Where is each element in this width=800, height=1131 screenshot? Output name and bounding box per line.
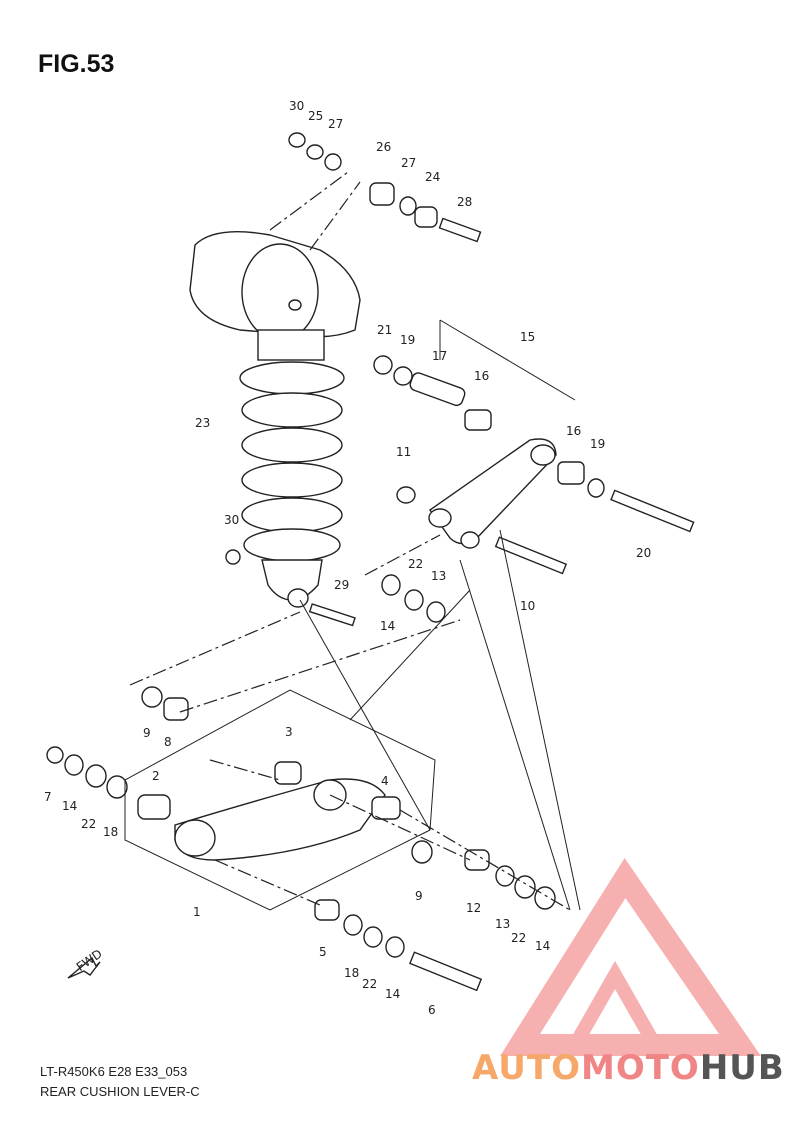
cushion-lever [174,778,386,861]
callout-25: 25 [308,109,323,123]
callout-17: 17 [432,349,447,363]
rear-shock-absorber [189,231,361,608]
callout-22: 22 [408,557,423,571]
callout-22: 22 [511,931,526,945]
callout-18: 18 [103,825,118,839]
callout-26: 26 [376,140,391,154]
cushion-rod [428,438,557,549]
callout-13: 13 [431,569,446,583]
callout-14: 14 [535,939,550,953]
callout-18: 18 [344,966,359,980]
figure-code: LT-R450K6 E28 E33_053 [40,1064,188,1079]
callout-labels: 30 25 27 26 27 24 28 21 19 17 16 15 16 1… [44,99,651,1017]
callout-27: 27 [401,156,416,170]
callout-19: 19 [590,437,605,451]
callout-14: 14 [380,619,395,633]
callout-30: 30 [224,513,239,527]
shock-spring [241,392,343,562]
watermark-logo [500,857,761,1056]
callout-14: 14 [62,799,77,813]
callout-22: 22 [362,977,377,991]
callout-2: 2 [152,769,160,783]
callout-19: 19 [400,333,415,347]
callout-21: 21 [377,323,392,337]
brand-hub: HUB [699,1048,785,1088]
callout-1: 1 [193,905,201,919]
callout-22: 22 [81,817,96,831]
callout-8: 8 [164,735,172,749]
callout-9: 9 [415,889,423,903]
assembly-lines [124,171,581,911]
callout-29: 29 [334,578,349,592]
small-parts [46,132,695,992]
callout-24: 24 [425,170,440,184]
figure-title: FIG.53 [38,50,115,78]
callout-9: 9 [143,726,151,740]
callout-30: 30 [289,99,304,113]
callout-15: 15 [520,330,535,344]
figure-description: REAR CUSHION LEVER-C [40,1084,200,1099]
callout-4: 4 [381,774,389,788]
callout-5: 5 [319,945,327,959]
callout-6: 6 [428,1003,436,1017]
callout-16: 16 [566,424,581,438]
callout-28: 28 [457,195,472,209]
callout-10: 10 [520,599,535,613]
callout-12: 12 [466,901,481,915]
callout-27: 27 [328,117,343,131]
watermark-brand: AUTOMOTOHUB [472,1048,785,1088]
callout-14: 14 [385,987,400,1001]
callout-13: 13 [495,917,510,931]
callout-11: 11 [396,445,411,459]
fwd-arrow-icon: FWD [67,947,105,979]
callout-3: 3 [285,725,293,739]
callout-23: 23 [195,416,210,430]
callout-20: 20 [636,546,651,560]
callout-7: 7 [44,790,52,804]
brand-auto: AUTO [472,1048,581,1088]
callout-16: 16 [474,369,489,383]
brand-moto: MOTO [580,1048,700,1088]
